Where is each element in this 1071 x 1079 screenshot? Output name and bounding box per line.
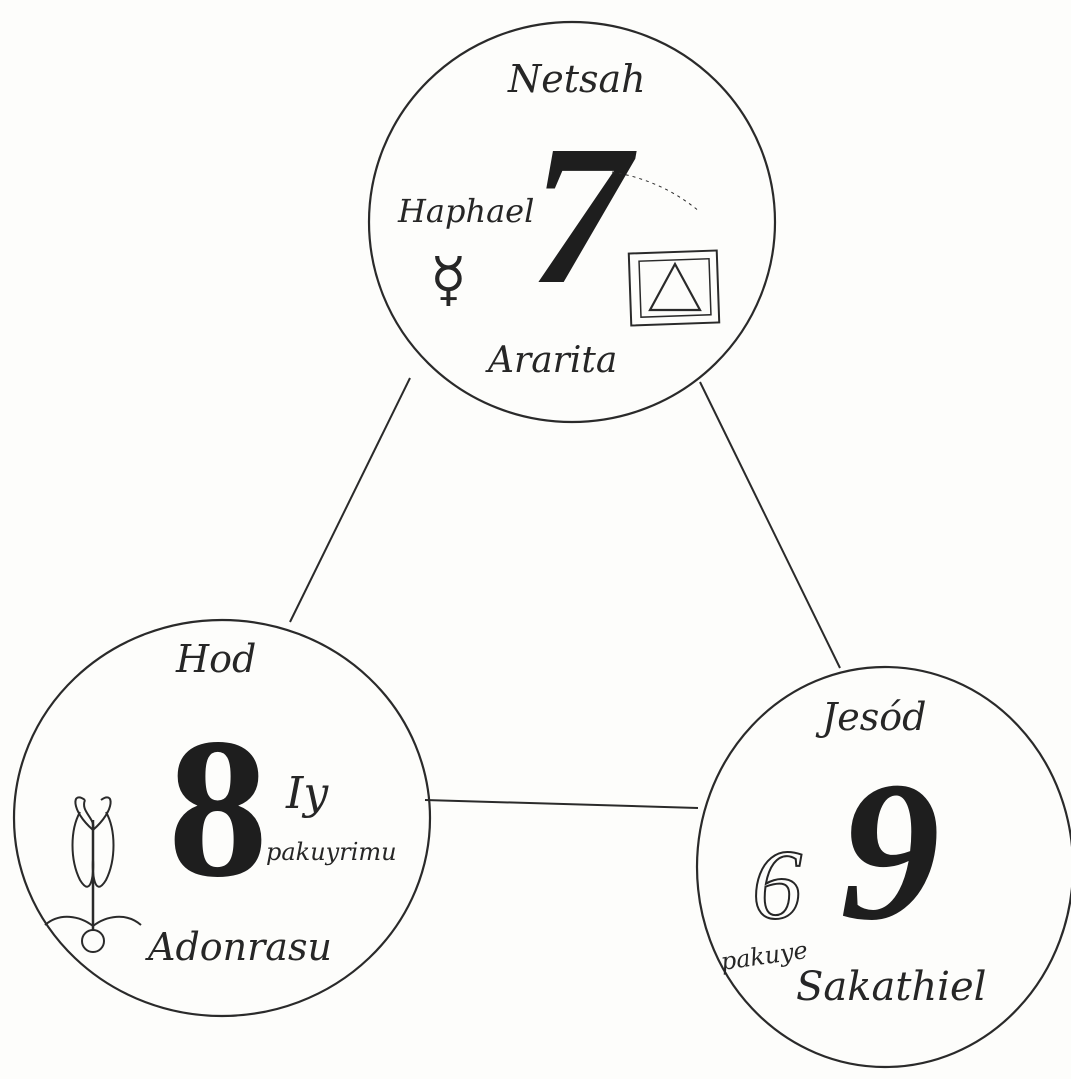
netsah-angel: Haphael (397, 192, 534, 230)
hod-number: 8 (168, 698, 268, 919)
node-jesod: Jesód 9 6 pakuye Sakathiel (695, 665, 1071, 1069)
hod-divine-name: Adonrasu (145, 925, 332, 969)
hod-name: Hod (175, 637, 256, 681)
hod-mark: Iy (285, 768, 329, 819)
jesod-circle (695, 665, 1071, 1069)
edge-netsah-jesod (699, 381, 841, 669)
jesod-secondary-number: 6 (752, 829, 802, 940)
hod-circle (12, 618, 432, 1018)
jesod-number: 9 (840, 741, 940, 962)
edge-hod-jesod (424, 799, 699, 809)
node-hod: Hod 8 Iy pakuyrimu Adonrasu (12, 618, 432, 1018)
netsah-circle (367, 20, 777, 424)
edge-netsah-hod (289, 377, 411, 623)
edges (289, 377, 841, 809)
mercury-symbol-icon: ☿ (430, 245, 467, 315)
jesod-name: Jesód (815, 695, 926, 739)
triangle-in-square-icon (627, 249, 721, 327)
jesod-angel: Sakathiel (796, 964, 986, 1010)
faint-arc (611, 171, 701, 213)
netsah-divine-name: Ararita (485, 340, 617, 381)
netsah-name: Netsah (507, 57, 646, 101)
caduceus-winged-staff-icon (44, 796, 142, 953)
netsah-number: 7 (530, 105, 637, 326)
hod-subscript: pakuyrimu (266, 838, 397, 866)
node-netsah: Netsah 7 Haphael ☿ Ararita (367, 20, 777, 424)
